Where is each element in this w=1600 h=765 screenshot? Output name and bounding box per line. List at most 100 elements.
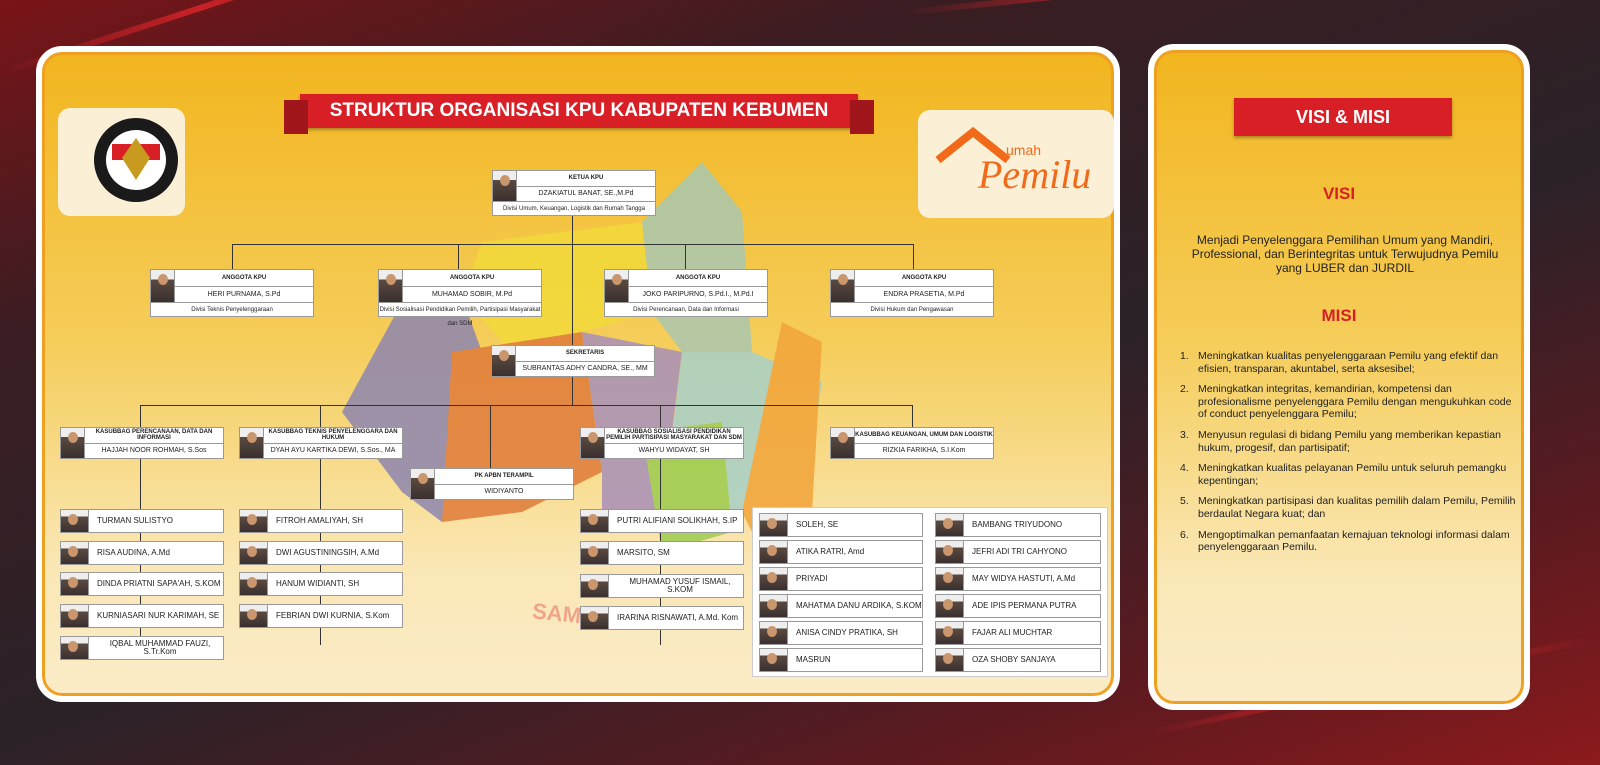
misi-text: Menyusun regulasi di bidang Pemilu yang … [1198, 428, 1501, 454]
staff-card: IQBAL MUHAMMAD FAUZI, S.Tr.Kom [60, 636, 224, 660]
person-photo [61, 428, 85, 458]
position-title: KASUBBAG PERENCANAAN, DATA DAN INFORMASI [85, 428, 223, 444]
person-photo [61, 605, 89, 627]
person-photo [581, 575, 609, 597]
position-title: ANGGOTA KPU [403, 270, 541, 287]
staff-card: MUHAMAD YUSUF ISMAIL, S.KOM [580, 574, 744, 598]
staff-card: MASRUN [759, 648, 923, 672]
kasubbag-card: KASUBBAG SOSIALISASI PENDIDIKAN PEMILIH … [580, 427, 744, 459]
person-name: BAMBANG TRIYUDONO [972, 520, 1063, 529]
person-photo [240, 605, 268, 627]
kasubbag-card: KASUBBAG PERENCANAAN, DATA DAN INFORMASI… [60, 427, 224, 459]
person-photo [492, 346, 516, 376]
person-name: MUHAMAD YUSUF ISMAIL, S.KOM [629, 577, 731, 594]
connector-line [685, 244, 686, 270]
person-name: MAHATMA DANU ARDIKA, S.KOM [796, 601, 922, 610]
staff-card: PRIYADI [759, 567, 923, 591]
kpu-logo-box [58, 108, 185, 216]
staff-card: FITROH AMALIYAH, SH [239, 509, 403, 533]
misi-number: 3. [1180, 428, 1189, 441]
position-title: ANGGOTA KPU [175, 270, 313, 287]
connector-line [572, 216, 573, 406]
visi-misi-title: VISI & MISI [1218, 98, 1468, 142]
position-title: KASUBBAG KEUANGAN, UMUM DAN LOGISTIK [855, 428, 993, 444]
person-name: MARSITO, SM [617, 548, 670, 557]
position-title: KASUBBAG SOSIALISASI PENDIDIKAN PEMILIH … [605, 428, 743, 444]
misi-number: 5. [1180, 495, 1189, 508]
person-photo [61, 542, 89, 564]
person-name: MASRUN [796, 655, 831, 664]
staff-card: ADE IPIS PERMANA PUTRA [935, 594, 1101, 618]
person-name: JEFRI ADI TRI CAHYONO [972, 547, 1067, 556]
connector-line [913, 244, 914, 270]
division-label: Divisi Hukum dan Pengawasan [831, 302, 993, 316]
staff-card: PUTRI ALIFIANI SOLIKHAH, S.IP [580, 509, 744, 533]
staff-card: TURMAN SULISTYO [60, 509, 224, 533]
person-photo [379, 270, 403, 302]
misi-text: Mengoptimalkan pemanfaatan kemajuan tekn… [1198, 528, 1510, 554]
person-photo [240, 542, 268, 564]
person-photo [936, 595, 964, 617]
misi-list: 1.Meningkatkan kualitas penyelenggaraan … [1180, 350, 1520, 562]
person-name: PRIYADI [796, 574, 828, 583]
person-name: ANISA CINDY PRATIKA, SH [796, 628, 898, 637]
person-photo [760, 595, 788, 617]
person-name: DZAKIATUL BANAT, SE.,M.Pd [538, 190, 634, 198]
person-name: RISA AUDINA, A.Md [97, 548, 170, 557]
staff-card: JEFRI ADI TRI CAHYONO [935, 540, 1101, 564]
misi-text: Meningkatkan integritas, kemandirian, ko… [1198, 383, 1512, 421]
person-name: FITROH AMALIYAH, SH [276, 516, 363, 525]
visi-text: Menjadi Penyelenggara Pemilihan Umum yan… [1191, 233, 1499, 275]
person-photo [936, 568, 964, 590]
misi-number: 1. [1180, 350, 1189, 362]
person-name: IRARINA RISNAWATI, A.Md. Kom [617, 613, 739, 622]
person-name: IQBAL MUHAMMAD FAUZI, S.Tr.Kom [109, 639, 211, 656]
misi-number: 6. [1180, 528, 1189, 541]
connector-line [458, 244, 459, 270]
staff-card: OZA SHOBY SANJAYA [935, 648, 1101, 672]
misi-item: 1.Meningkatkan kualitas penyelenggaraan … [1180, 350, 1520, 375]
visi-misi-panel: VISI & MISI VISI Menjadi Penyelenggara P… [1148, 44, 1530, 710]
person-name: HANUM WIDIANTI, SH [276, 579, 360, 588]
connector-line [232, 244, 233, 270]
position-title: KETUA KPU [517, 171, 655, 187]
person-photo [760, 541, 788, 563]
staff-card: DWI AGUSTININGSIH, A.Md [239, 541, 403, 565]
position-title: ANGGOTA KPU [855, 270, 993, 287]
person-photo [760, 514, 788, 536]
person-photo [61, 573, 89, 595]
misi-item: 4.Meningkatkan kualitas pelayanan Pemilu… [1180, 462, 1520, 487]
person-photo [936, 514, 964, 536]
person-name: ADE IPIS PERMANA PUTRA [972, 601, 1077, 610]
person-name: DWI AGUSTININGSIH, A.Md [276, 548, 380, 557]
page-title: STRUKTUR ORGANISASI KPU KABUPATEN KEBUME… [284, 94, 874, 134]
person-name: WAHYU WIDAYAT, SH [638, 447, 710, 455]
staff-card: MAY WIDYA HASTUTI, A.Md [935, 567, 1101, 591]
person-name: MAY WIDYA HASTUTI, A.Md [972, 574, 1076, 583]
person-name: ENDRA PRASETIA, M.Pd [883, 290, 965, 298]
person-name: RIZKIA FARIKHA, S.I.Kom [882, 447, 966, 455]
person-photo [151, 270, 175, 302]
staff-card: SOLEH, SE [759, 513, 923, 537]
connector-line [140, 405, 913, 406]
misi-number: 2. [1180, 383, 1189, 396]
person-photo [581, 428, 605, 458]
kpu-logo [94, 118, 178, 202]
staff-card: FAJAR ALI MUCHTAR [935, 621, 1101, 645]
person-name: TURMAN SULISTYO [97, 516, 174, 525]
connector-line [912, 405, 913, 428]
position-title: SEKRETARIS [516, 346, 654, 362]
person-name: HAJJAH NOOR ROHMAH, S.Sos [101, 447, 207, 455]
kasubbag-card: KASUBBAG KEUANGAN, UMUM DAN LOGISTIK RIZK… [830, 427, 994, 459]
person-name: OZA SHOBY SANJAYA [972, 655, 1056, 664]
rumah-pemilu-logo: Pemilu umah [935, 126, 1091, 197]
connector-line [232, 244, 914, 245]
division-label: Divisi Perencanaan, Data dan Informasi [605, 302, 767, 316]
misi-text: Meningkatkan partisipasi dan kualitas pe… [1198, 495, 1516, 520]
person-name: KURNIASARI NUR KARIMAH, SE [97, 611, 220, 620]
